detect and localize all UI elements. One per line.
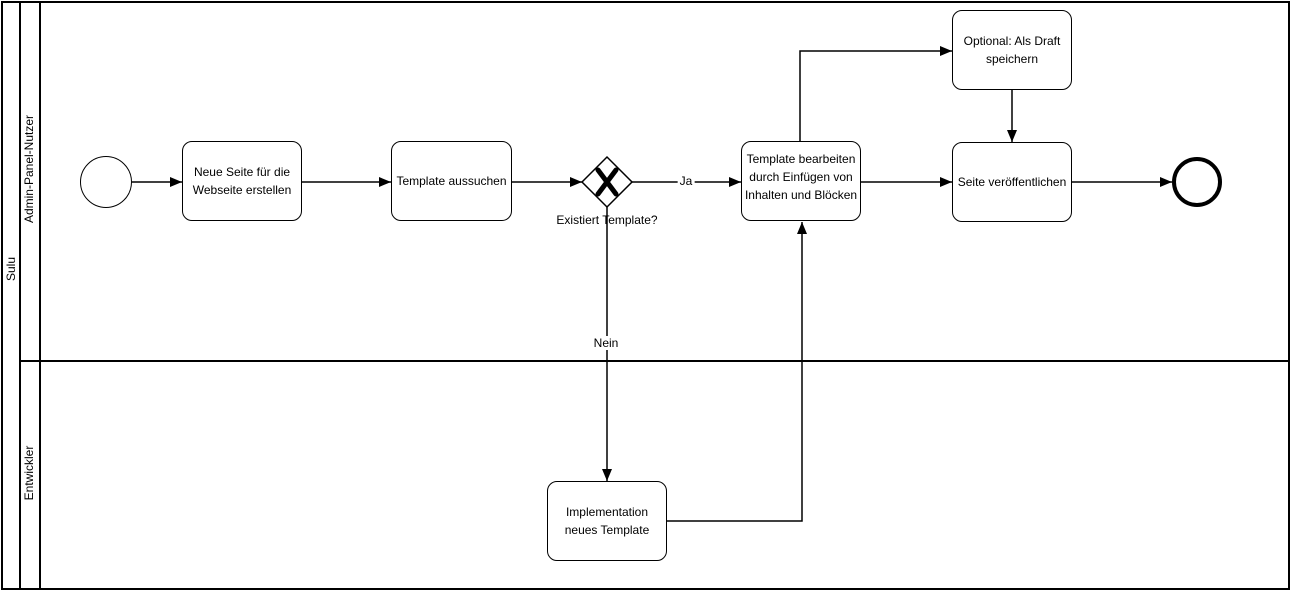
task-choose-template: Template aussuchen: [391, 141, 512, 221]
task-implement-template: Implementation neues Template: [547, 481, 667, 561]
task-label: Template bearbeiten durch Einfügen von I…: [744, 152, 858, 202]
pool-label-divider: [19, 1, 21, 590]
xor-x-icon: [595, 167, 619, 197]
start-event: [80, 156, 132, 208]
task-optional-draft: Optional: Als Draft speichern: [952, 10, 1072, 90]
lane-divider: [19, 360, 1290, 362]
flow-label-nein: Nein: [591, 336, 621, 350]
task-label: Optional: Als Draft speichern: [963, 34, 1061, 66]
task-label: Template aussuchen: [396, 174, 507, 188]
flow-label-ja: Ja: [677, 174, 695, 188]
end-event: [1172, 157, 1222, 207]
task-label: Implementation neues Template: [564, 505, 650, 537]
task-create-page: Neue Seite für die Webseite erstellen: [182, 141, 302, 221]
flow-edit-template-to-optional-draft: [799, 46, 952, 141]
task-label: Neue Seite für die Webseite erstellen: [192, 165, 292, 197]
task-label: Seite veröffentlichen: [957, 175, 1067, 189]
gateway-existiert-template: [580, 155, 634, 209]
task-edit-template: Template bearbeiten durch Einfügen von I…: [741, 141, 861, 221]
flow-implement-template-to-edit-template: [667, 222, 807, 522]
task-publish-page: Seite veröffentlichen: [952, 142, 1072, 222]
gateway-label: Existiert Template?: [556, 213, 658, 227]
lane-label-divider: [39, 1, 41, 590]
